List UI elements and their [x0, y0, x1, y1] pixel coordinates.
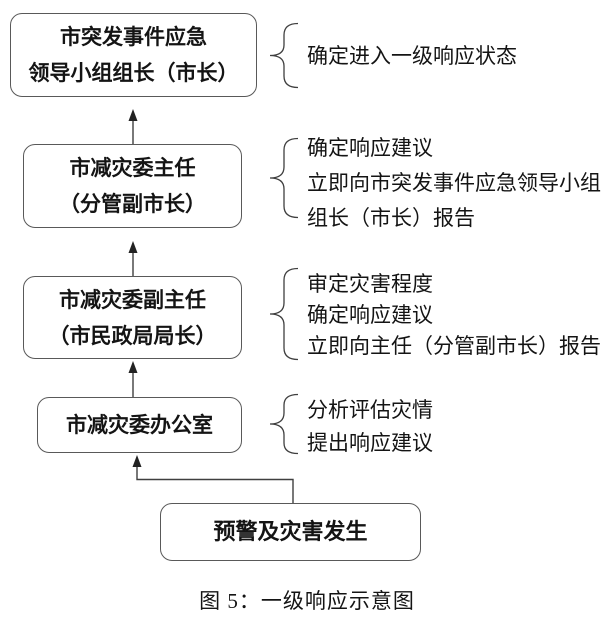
annotation-line: 审定灾害程度: [307, 272, 433, 296]
annotation-office: 分析评估灾情 提出响应建议: [307, 394, 433, 460]
annotation-director: 确定响应建议 立即向市突发事件应急领导小组 组长（市长）报告: [307, 131, 601, 236]
flow-box-line: 市突发事件应急: [60, 25, 207, 49]
flow-box-line: 预警及灾害发生: [213, 519, 368, 544]
flow-box-line: 领导小组组长（市长）: [28, 61, 239, 85]
arrow-warning-to-office: [132, 455, 294, 503]
annotation-line: 立即向市突发事件应急领导小组: [307, 171, 601, 195]
annotation-line: 立即向主任（分管副市长）报告: [307, 334, 601, 358]
flow-box-committee-director: 市减灾委主任 （分管副市长）: [23, 144, 242, 228]
flow-box-warning-disaster: 预警及灾害发生: [160, 503, 421, 561]
flow-box-committee-deputy-director: 市减灾委副主任 （市民政局局长）: [23, 276, 242, 359]
arrow-director-to-leader: [128, 109, 138, 145]
flow-box-line: 市减灾委副主任: [59, 287, 206, 312]
annotation-line: 确定进入一级响应状态: [307, 44, 517, 68]
brace-leader: [269, 22, 299, 89]
flow-box-committee-office: 市减灾委办公室: [37, 397, 242, 453]
brace-deputy: [269, 267, 299, 361]
figure-caption: 图 5：一级响应示意图: [199, 589, 415, 613]
annotation-line: 组长（市长）报告: [307, 206, 475, 230]
annotation-leader: 确定进入一级响应状态: [307, 41, 517, 71]
annotation-line: 确定响应建议: [307, 303, 433, 327]
arrow-office-to-deputy: [128, 361, 138, 397]
flow-box-line: 市减灾委主任: [69, 156, 196, 180]
brace-office: [269, 393, 299, 455]
arrow-deputy-to-director: [128, 241, 138, 276]
annotation-line: 提出响应建议: [307, 431, 433, 455]
flow-box-emergency-leader: 市突发事件应急 领导小组组长（市长）: [10, 13, 257, 97]
flow-box-line: 市减灾委办公室: [66, 413, 213, 437]
brace-director: [269, 137, 299, 219]
annotation-deputy: 审定灾害程度 确定响应建议 立即向主任（分管副市长）报告: [307, 269, 601, 362]
annotation-line: 分析评估灾情: [307, 398, 433, 422]
flow-box-line: （市民政局局长）: [48, 323, 217, 348]
flow-box-line: （分管副市长）: [59, 192, 206, 216]
annotation-line: 确定响应建议: [307, 136, 433, 160]
